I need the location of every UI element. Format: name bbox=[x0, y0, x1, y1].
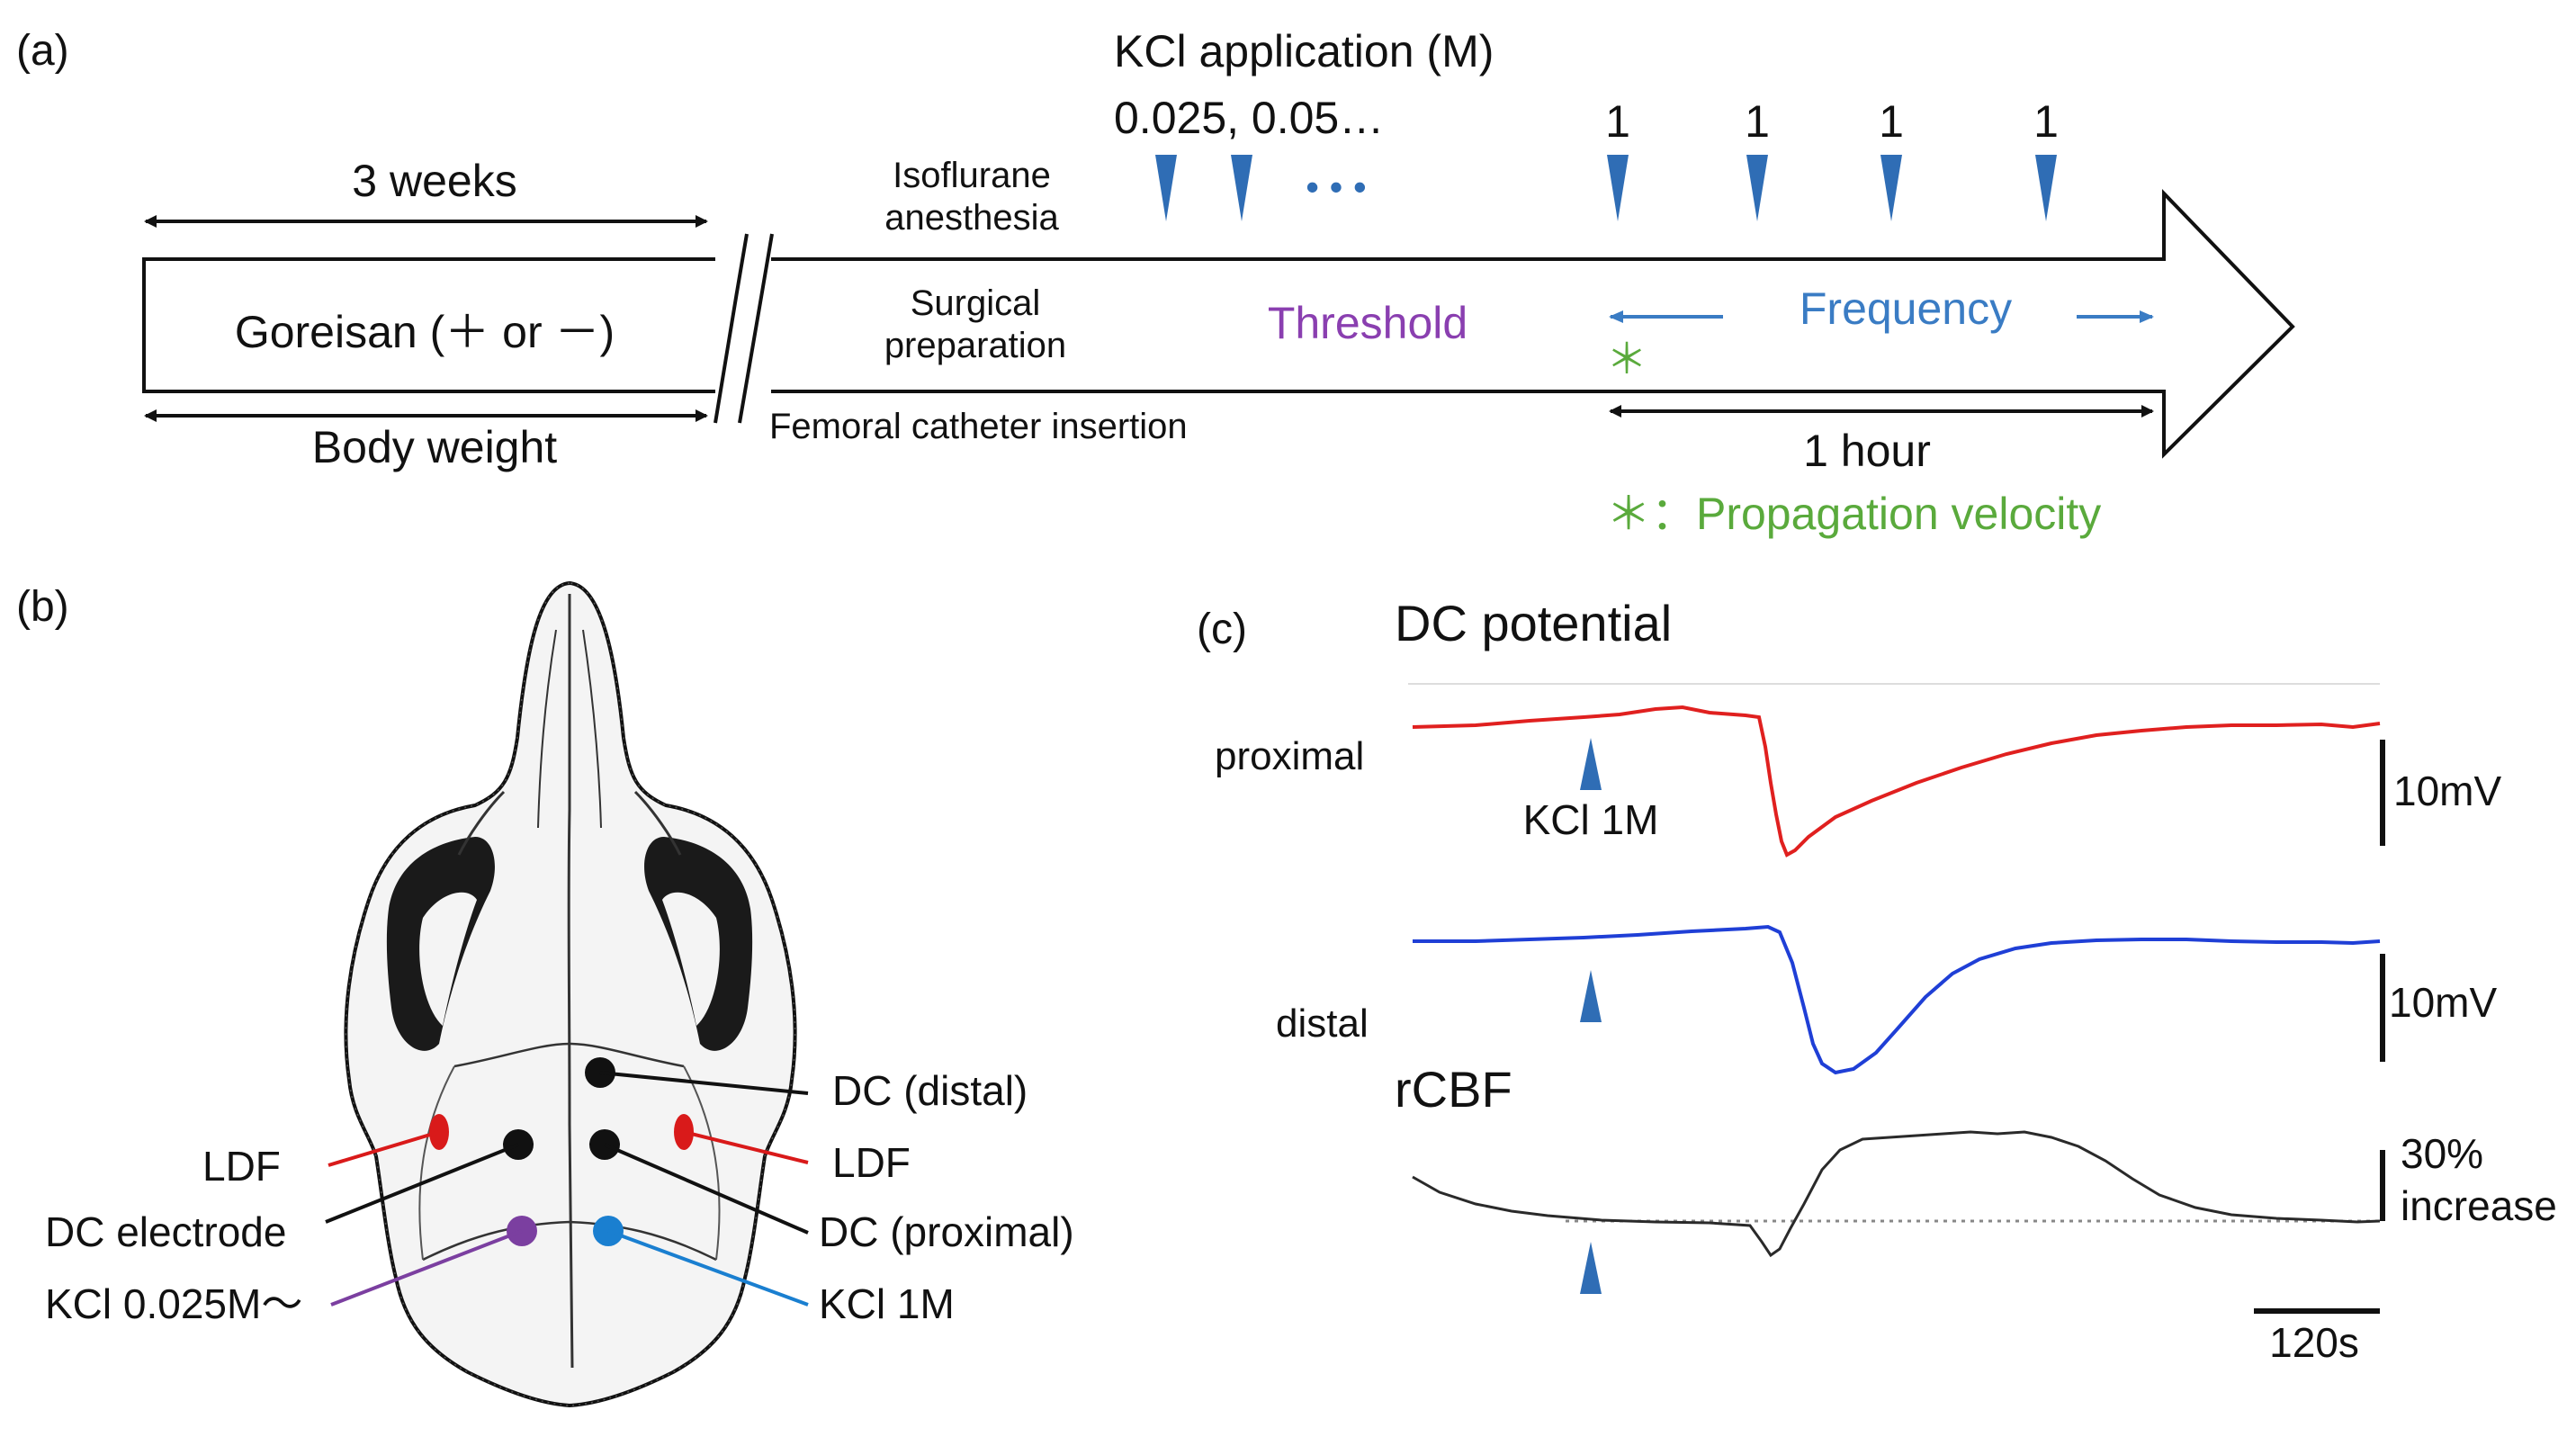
skull-zygomatic-left bbox=[457, 790, 506, 856]
panel-a: (a) 3 weeks Goreisan (＋ or －) Body weigh… bbox=[16, 26, 2295, 539]
skull-orbit-left-inner bbox=[419, 892, 477, 1026]
skull-suture-right bbox=[683, 1065, 721, 1261]
isoflurane-label-1: Isoflurane bbox=[893, 156, 1051, 195]
skull-suture-coronal bbox=[453, 1042, 685, 1068]
dc-proximal-label: DC (proximal) bbox=[819, 1208, 1074, 1255]
kcl-low-leader bbox=[330, 1229, 523, 1307]
skull-zygomatic-right bbox=[633, 790, 682, 856]
dc-electrode-label: DC electrode bbox=[45, 1208, 286, 1255]
isoflurane-label-2: anesthesia bbox=[884, 198, 1059, 238]
timeline-arrow bbox=[142, 189, 2295, 459]
skull-midline bbox=[567, 594, 574, 1369]
kcl-threshold-doses: 0.025, 0.05… bbox=[1114, 93, 1384, 143]
timeline-break-left bbox=[714, 233, 749, 424]
panel-a-label: (a) bbox=[16, 27, 69, 75]
scale-mv-1: 10mV bbox=[2393, 768, 2501, 814]
scale-mv-2: 10mV bbox=[2389, 979, 2497, 1026]
ldf-right-label: LDF bbox=[832, 1139, 911, 1186]
kcl-dose-4: 1 bbox=[2033, 96, 2059, 147]
dc-distal-label: DC (distal) bbox=[832, 1067, 1028, 1114]
kcl-title: KCl application (M) bbox=[1114, 26, 1494, 76]
scale-time: 120s bbox=[2269, 1319, 2359, 1366]
kcl-marker-proximal bbox=[1580, 738, 1602, 790]
ldf-left-leader bbox=[328, 1130, 440, 1167]
panel-c: (c) DC potential proximal KCl 1M distal … bbox=[1197, 595, 2557, 1366]
ldf-left-label: LDF bbox=[202, 1143, 281, 1190]
kcl-dots: • • • bbox=[1306, 166, 1366, 208]
skull-suture-lambdoid bbox=[422, 1220, 717, 1262]
distal-trace bbox=[1413, 924, 2381, 1075]
dc-distal-leader bbox=[599, 1071, 809, 1095]
panel-b-label: (b) bbox=[16, 583, 69, 631]
dc-potential-title: DC potential bbox=[1395, 595, 1672, 651]
proximal-label: proximal bbox=[1215, 734, 1364, 778]
skull-orbit-right-inner bbox=[662, 892, 720, 1026]
timeline-break-right bbox=[738, 233, 774, 424]
kcl-marker-frequency-4 bbox=[2035, 155, 2057, 221]
skull-illustration bbox=[344, 580, 797, 1408]
kcl-marker-frequency-2 bbox=[1746, 155, 1768, 221]
kcl-marker-threshold-2 bbox=[1231, 155, 1252, 221]
kcl-marker-threshold-1 bbox=[1155, 155, 1177, 221]
threshold-label: Threshold bbox=[1268, 298, 1468, 348]
surgical-label-1: Surgical bbox=[911, 283, 1041, 323]
kcl-marker-distal bbox=[1580, 970, 1602, 1022]
propagation-legend: ＊：Propagation velocity bbox=[1606, 489, 2101, 539]
panel-c-label: (c) bbox=[1197, 606, 1247, 653]
kcl-dose-3: 1 bbox=[1879, 96, 1904, 147]
frequency-label: Frequency bbox=[1800, 283, 2012, 334]
goreisan-label: Goreisan (＋ or －) bbox=[235, 307, 615, 357]
one-hour-label: 1 hour bbox=[1803, 426, 1931, 476]
kcl-marker-rcbf bbox=[1580, 1242, 1602, 1294]
three-weeks-label: 3 weeks bbox=[352, 156, 516, 206]
ldf-right-leader bbox=[683, 1130, 809, 1164]
scale-pct-2: increase bbox=[2401, 1182, 2557, 1229]
propagation-asterisk: ＊ bbox=[1606, 336, 1647, 382]
kcl-dose-1: 1 bbox=[1605, 96, 1630, 147]
rcbf-trace bbox=[1412, 1130, 2381, 1258]
skull-nasal-left bbox=[537, 629, 557, 829]
panel-b: (b) bbox=[16, 580, 1074, 1408]
kcl-dose-2: 1 bbox=[1745, 96, 1770, 147]
scale-pct-1: 30% bbox=[2401, 1130, 2483, 1177]
skull-suture-left bbox=[418, 1065, 455, 1261]
dc-electrode-leader bbox=[325, 1143, 519, 1224]
rcbf-label: rCBF bbox=[1395, 1061, 1512, 1118]
femoral-label: Femoral catheter insertion bbox=[769, 407, 1188, 446]
dc-proximal-leader bbox=[604, 1143, 809, 1235]
kcl-high-label: KCl 1M bbox=[819, 1280, 955, 1327]
body-weight-label: Body weight bbox=[312, 422, 557, 472]
distal-label: distal bbox=[1276, 1001, 1369, 1046]
kcl-marker-frequency-3 bbox=[1880, 155, 1902, 221]
surgical-label-2: preparation bbox=[884, 326, 1066, 365]
skull-nasal-right bbox=[582, 629, 602, 829]
kcl-low-label: KCl 0.025M～ bbox=[45, 1280, 302, 1327]
kcl-high-leader bbox=[607, 1229, 809, 1307]
proximal-trace bbox=[1412, 705, 2381, 858]
kcl-marker-frequency-1 bbox=[1607, 155, 1629, 221]
kcl-marker-label: KCl 1M bbox=[1523, 796, 1659, 843]
